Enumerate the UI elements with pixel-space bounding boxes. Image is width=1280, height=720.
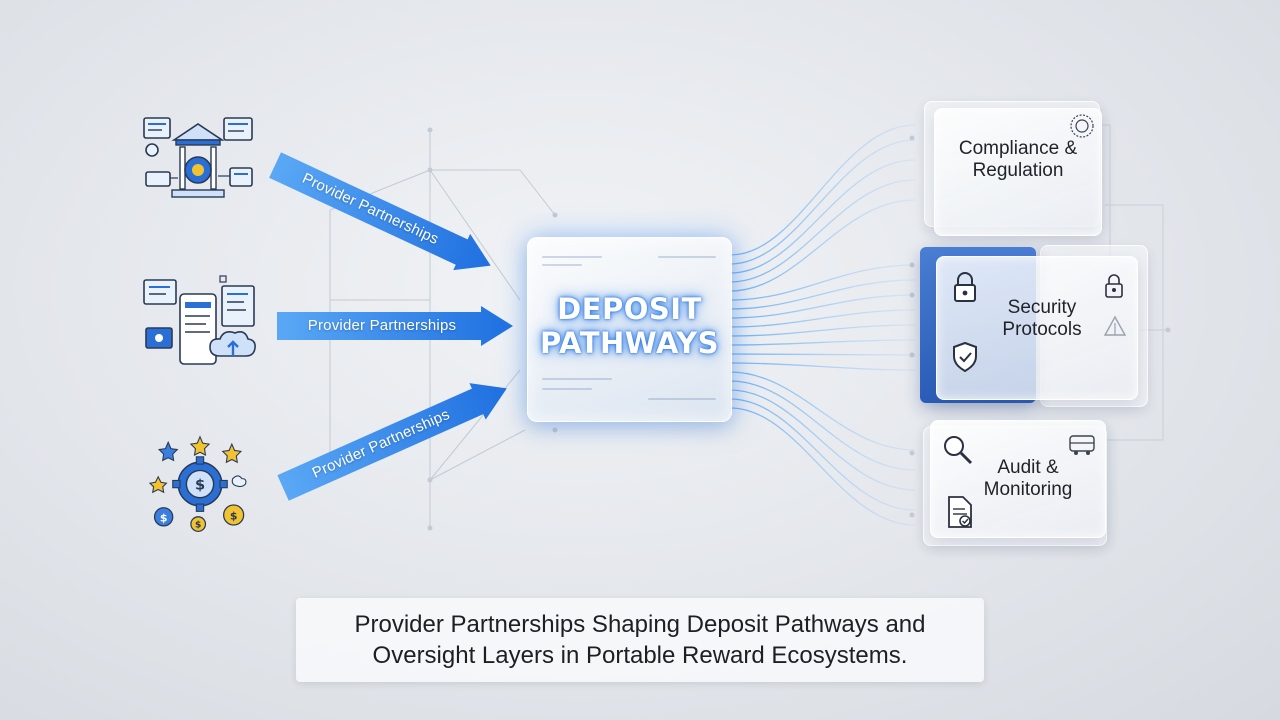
light-stream <box>729 179 916 283</box>
bank-building-icon <box>138 110 258 210</box>
security-label-line-1: Security <box>1007 297 1077 318</box>
audit-label-line-1: Audit & <box>997 457 1059 478</box>
security-protocols-panel: Security Protocols <box>936 256 1138 400</box>
svg-text:$: $ <box>230 510 238 523</box>
hub-title-line-1: DEPOSIT <box>557 292 702 326</box>
light-stream <box>729 353 916 356</box>
light-stream <box>729 398 916 511</box>
magnifier-icon <box>944 436 973 465</box>
light-stream <box>729 309 916 328</box>
document-check-icon <box>948 496 972 528</box>
arrow-provider-partnerships-3: Provider Partnerships <box>275 370 515 506</box>
svg-text:$: $ <box>195 521 201 531</box>
hub-title: DEPOSIT PATHWAYS <box>528 292 731 360</box>
deposit-pathways-hub: DEPOSIT PATHWAYS <box>527 237 732 422</box>
coin-gear-stars-icon: $ $ $ $ <box>140 435 260 535</box>
light-stream <box>729 199 916 292</box>
padlock-icon <box>954 272 976 302</box>
arrow-label: Provider Partnerships <box>307 317 457 334</box>
light-stream <box>729 159 916 274</box>
light-stream <box>729 362 916 371</box>
audit-monitoring-panel: Audit & Monitoring <box>930 420 1106 538</box>
light-stream <box>729 389 916 491</box>
compliance-label-line-2: Regulation <box>972 160 1064 181</box>
app-screens-cloud-icon <box>140 272 260 372</box>
compliance-label-line-1: Compliance & <box>958 138 1078 159</box>
arrow-provider-partnerships-2: Provider Partnerships <box>277 306 513 346</box>
hub-title-line-2: PATHWAYS <box>539 326 720 360</box>
light-stream <box>729 279 916 310</box>
light-stream <box>729 324 916 337</box>
svg-text:$: $ <box>195 478 205 494</box>
arrow-provider-partnerships-1: Provider Partnerships <box>267 147 500 284</box>
caption-line-2: Oversight Layers in Portable Reward Ecos… <box>372 642 908 669</box>
security-label-line-2: Protocols <box>1002 319 1082 340</box>
light-stream <box>729 339 916 346</box>
light-stream <box>729 380 916 471</box>
light-stream <box>729 294 916 319</box>
svg-text:$: $ <box>160 511 168 524</box>
caption-line-1: Provider Partnerships Shaping Deposit Pa… <box>354 611 926 638</box>
caption-box: Provider Partnerships Shaping Deposit Pa… <box>296 598 984 682</box>
bus-icon <box>1069 435 1095 455</box>
light-stream <box>729 371 916 451</box>
audit-label-line-2: Monitoring <box>983 479 1073 500</box>
small-lock-icon <box>1105 274 1123 298</box>
shield-check-icon <box>953 341 977 373</box>
light-stream <box>729 264 916 301</box>
seal-icon <box>1070 114 1094 138</box>
light-stream <box>729 139 916 265</box>
light-stream <box>729 124 916 256</box>
compliance-regulation-panel: Compliance & Regulation <box>934 108 1102 236</box>
emblem-icon <box>1103 315 1127 336</box>
light-stream <box>729 407 916 526</box>
